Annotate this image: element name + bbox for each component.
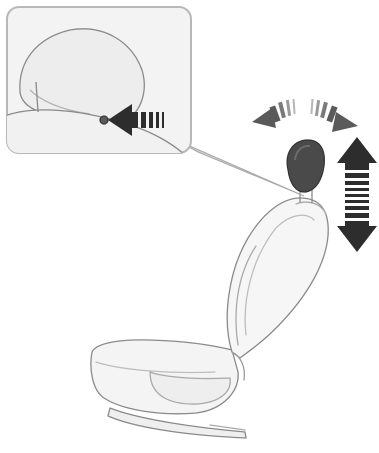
seat-back bbox=[227, 198, 328, 358]
double-arrow-vertical-icon bbox=[337, 137, 377, 252]
callout-pointer bbox=[176, 140, 304, 196]
seat bbox=[91, 186, 328, 438]
height-arrow-up bbox=[337, 137, 377, 163]
head-restraint bbox=[287, 140, 324, 192]
callout-detail bbox=[0, 7, 191, 160]
curved-arrows-left-right-icon bbox=[252, 99, 358, 132]
release-button bbox=[100, 116, 108, 124]
tilt-arrow-right-head bbox=[332, 112, 358, 132]
height-arrow-down bbox=[337, 226, 377, 252]
